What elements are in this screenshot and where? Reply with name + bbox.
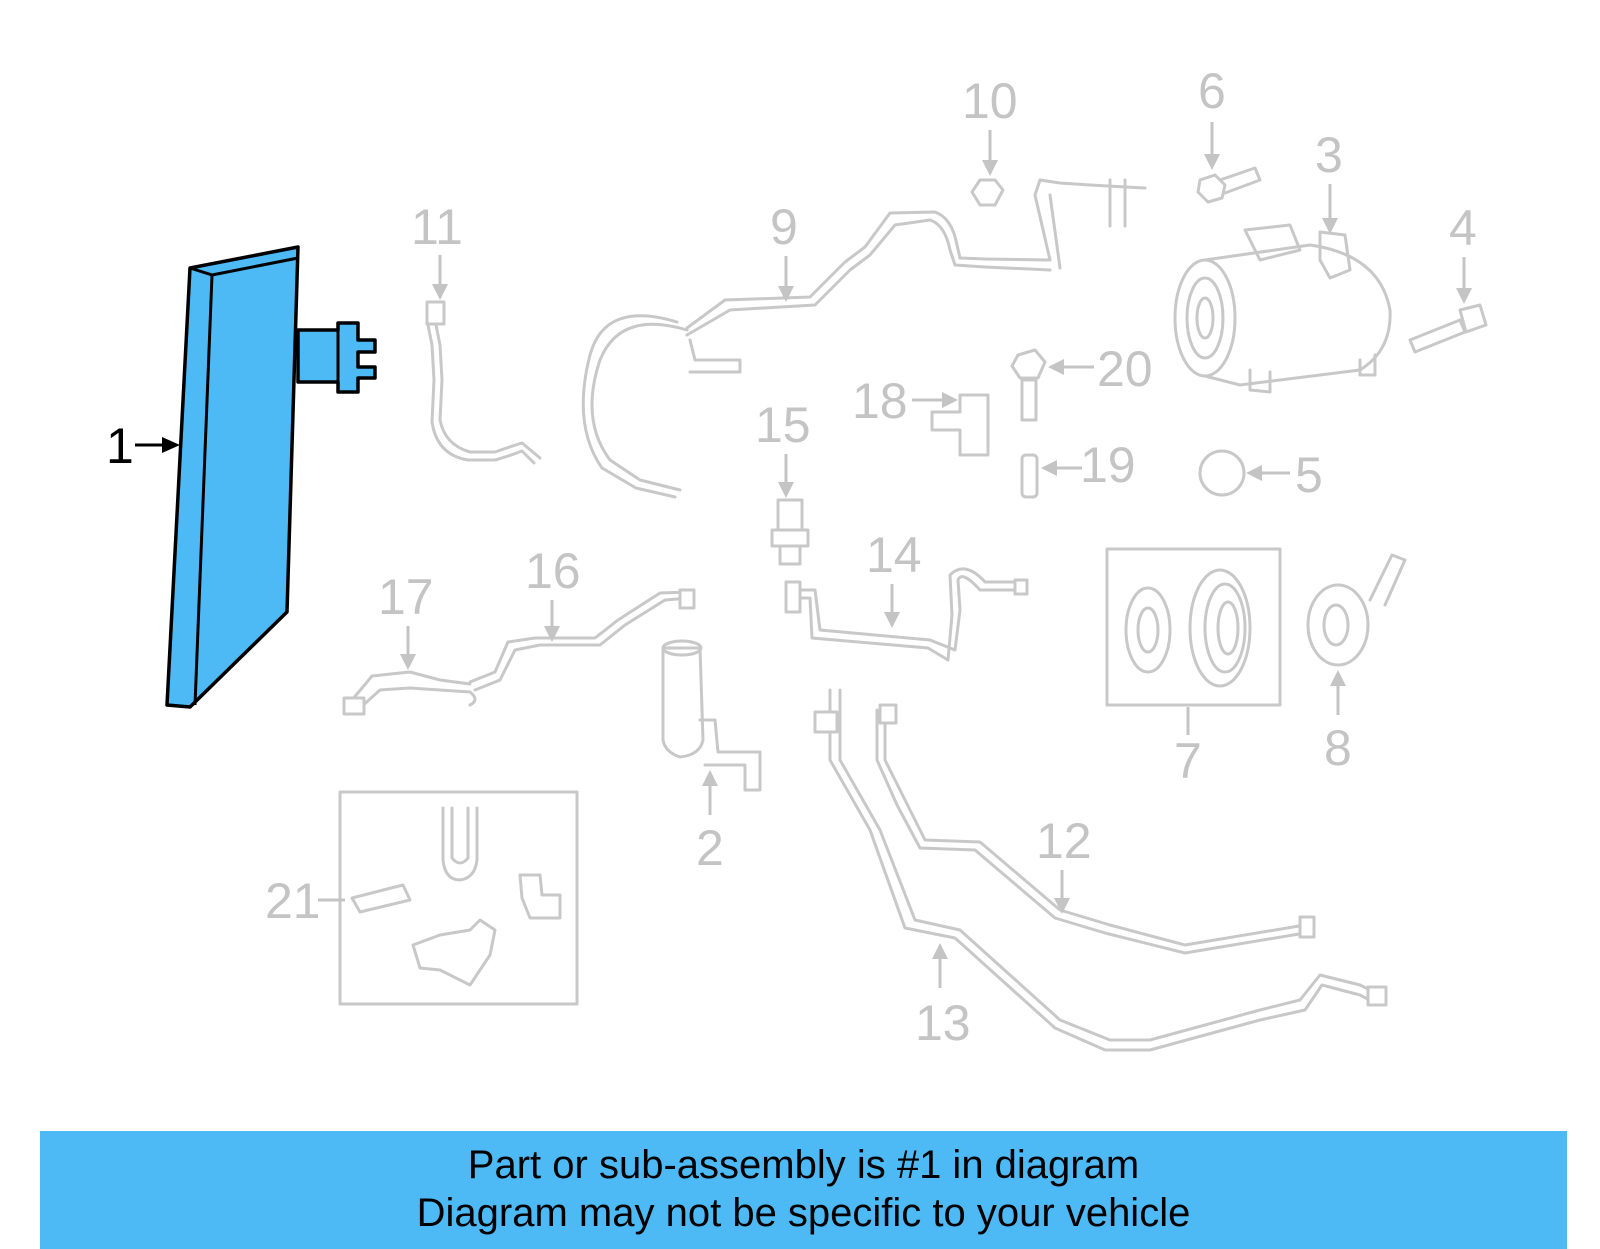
callout-4-label: 4 (1449, 200, 1477, 256)
callout-13: 13 (915, 943, 971, 1051)
callout-18: 18 (852, 373, 958, 429)
part-2-drier[interactable] (661, 639, 762, 792)
part-10-nut[interactable] (970, 178, 1005, 207)
callout-16-label: 16 (525, 543, 581, 599)
callout-10: 10 (962, 73, 1018, 176)
callout-12: 12 (1036, 813, 1092, 914)
callout-15-label: 15 (755, 397, 811, 453)
callout-2-label: 2 (696, 820, 724, 876)
part-17-hose[interactable] (342, 670, 477, 716)
part-21-seal-kit[interactable] (338, 790, 579, 1006)
callout-11-label: 11 (411, 199, 463, 255)
banner-line-1: Part or sub-assembly is #1 in diagram (467, 1143, 1140, 1187)
callout-17: 17 (378, 569, 434, 670)
callout-21-label: 21 (265, 873, 321, 929)
callout-9-label: 9 (770, 199, 798, 255)
part-16-hose[interactable] (468, 588, 696, 692)
callout-21: 21 (265, 873, 345, 929)
part-12-line[interactable] (875, 703, 1316, 955)
callout-3-label: 3 (1315, 127, 1343, 183)
part-19-pin[interactable] (1020, 453, 1039, 499)
part-9-line[interactable] (581, 178, 1147, 499)
callout-8-label: 8 (1324, 720, 1352, 776)
callout-14-label: 14 (866, 527, 922, 583)
callout-8: 8 (1324, 670, 1352, 776)
part-7-clutch-kit[interactable] (1105, 547, 1282, 707)
part-15-switch[interactable] (770, 498, 810, 566)
callout-3: 3 (1315, 127, 1343, 234)
part-6-bolt[interactable] (1196, 166, 1262, 204)
part-13-line[interactable] (813, 688, 1388, 1052)
part-8-coil[interactable] (1306, 553, 1407, 667)
callout-1: 1 (106, 418, 180, 474)
callout-9: 9 (770, 199, 798, 302)
callout-2: 2 (696, 770, 724, 876)
callout-20-label: 20 (1097, 341, 1153, 397)
callout-7-label: 7 (1174, 733, 1202, 789)
callout-6-label: 6 (1198, 63, 1226, 119)
callout-20: 20 (1048, 341, 1153, 397)
callout-11: 11 (411, 199, 463, 300)
callout-5-label: 5 (1295, 447, 1323, 503)
part-3-compressor[interactable] (1173, 223, 1392, 394)
part-18-bracket[interactable] (930, 393, 990, 457)
callout-19-label: 19 (1080, 437, 1136, 493)
callout-16: 16 (525, 543, 581, 642)
callout-12-label: 12 (1036, 813, 1092, 869)
part-20-bolt[interactable] (1010, 348, 1047, 422)
banner-line-2: Diagram may not be specific to your vehi… (416, 1191, 1191, 1235)
callout-15: 15 (755, 397, 811, 498)
callout-7: 7 (1174, 707, 1202, 789)
callout-19: 19 (1041, 437, 1136, 493)
callout-6: 6 (1198, 63, 1226, 170)
part-11-hose[interactable] (425, 300, 542, 465)
part-1-condenser[interactable] (165, 245, 377, 709)
part-5-seal[interactable] (1198, 449, 1246, 497)
callout-5: 5 (1246, 447, 1323, 503)
callout-10-label: 10 (962, 73, 1018, 129)
callout-13-label: 13 (915, 995, 971, 1051)
part-4-sensor[interactable] (1408, 303, 1488, 354)
callout-1-label: 1 (106, 418, 134, 474)
callout-4: 4 (1449, 200, 1477, 304)
info-banner: Part or sub-assembly is #1 in diagram Di… (40, 1131, 1567, 1249)
part-14-line[interactable] (784, 567, 1029, 662)
callout-17-label: 17 (378, 569, 434, 625)
callout-14: 14 (866, 527, 922, 628)
callout-18-label: 18 (852, 373, 908, 429)
